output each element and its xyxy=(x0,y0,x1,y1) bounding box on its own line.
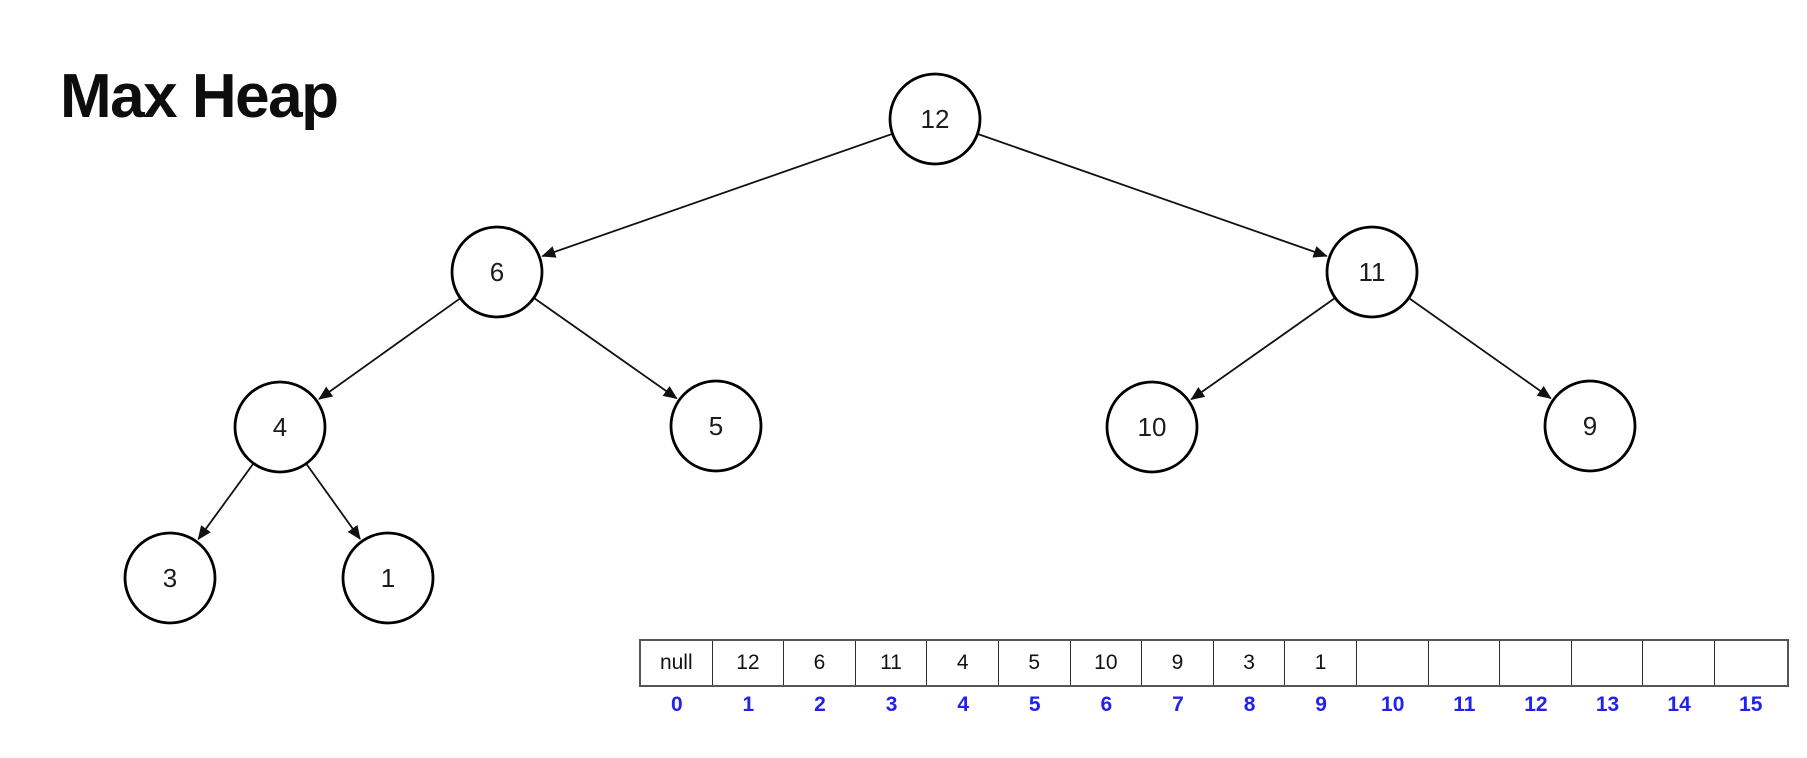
tree-node-label: 3 xyxy=(163,563,177,593)
tree-node-label: 12 xyxy=(921,104,950,134)
array-index-9: 9 xyxy=(1315,693,1327,716)
page-title: Max Heap xyxy=(60,62,339,131)
array-index-10: 10 xyxy=(1381,693,1405,716)
array-index-0: 0 xyxy=(670,693,683,716)
tree-node-1: 1 xyxy=(341,531,435,625)
array-index-15: 15 xyxy=(1739,693,1763,716)
tree-node-9: 9 xyxy=(1543,379,1637,473)
tree-node-circle xyxy=(450,225,544,319)
tree-node-circle xyxy=(669,379,763,473)
array-cell-5: 5 xyxy=(999,641,1071,685)
array-cell-11 xyxy=(1429,641,1501,685)
tree-node-label: 10 xyxy=(1138,412,1167,442)
tree-edge-12-11 xyxy=(977,133,1328,258)
tree-edge-6-4 xyxy=(318,297,461,400)
tree-node-label: 11 xyxy=(1359,257,1386,287)
array-index-8: 8 xyxy=(1243,693,1256,716)
tree-edge-11-9 xyxy=(1408,297,1552,400)
tree-node-circle xyxy=(1325,225,1419,319)
array-index-2: 2 xyxy=(814,693,826,716)
tree-nodes: 12 6 11 4 5 10 9 3 1 xyxy=(123,72,1637,625)
array-cell-0: null xyxy=(641,641,713,685)
tree-node-10: 10 xyxy=(1105,380,1199,474)
tree-node-4: 4 xyxy=(233,380,327,474)
tree-node-circle xyxy=(341,531,435,625)
array-cell-12 xyxy=(1500,641,1572,685)
array-cell-3: 11 xyxy=(856,641,928,685)
array-index-4: 4 xyxy=(957,693,970,716)
array-index-1: 1 xyxy=(742,693,755,716)
array-cell-8: 3 xyxy=(1214,641,1286,685)
array-cell-4: 4 xyxy=(927,641,999,685)
tree-node-label: 4 xyxy=(273,412,287,442)
tree-edge-4-3 xyxy=(197,462,255,541)
tree-node-circle xyxy=(1543,379,1637,473)
tree-node-6: 6 xyxy=(450,225,544,319)
array-cell-15 xyxy=(1715,641,1787,685)
array-cell-7: 9 xyxy=(1142,641,1214,685)
array-cell-1: 12 xyxy=(713,641,785,685)
array-index-7: 7 xyxy=(1172,693,1184,716)
array-cell-6: 10 xyxy=(1071,641,1143,685)
tree-edges xyxy=(197,132,1552,541)
tree-edge-11-10 xyxy=(1190,297,1336,401)
tree-node-11: 11 xyxy=(1325,225,1419,319)
array-cell-9: 1 xyxy=(1285,641,1357,685)
tree-node-label: 1 xyxy=(381,563,395,593)
array-index-5: 5 xyxy=(1028,693,1041,716)
array-index-11: 11 xyxy=(1453,693,1476,716)
tree-node-12: 12 xyxy=(888,72,982,166)
tree-node-label: 6 xyxy=(490,257,504,287)
array-cell-14 xyxy=(1643,641,1715,685)
tree-edge-4-1 xyxy=(305,463,361,540)
array-cell-10 xyxy=(1357,641,1429,685)
tree-node-label: 5 xyxy=(709,411,723,441)
tree-node-3: 3 xyxy=(123,531,217,625)
tree-node-5: 5 xyxy=(669,379,763,473)
array-index-13: 13 xyxy=(1595,693,1620,716)
array-cell-13 xyxy=(1572,641,1644,685)
tree-node-circle xyxy=(888,72,982,166)
array-index-3: 3 xyxy=(885,693,898,716)
tree-edge-12-6 xyxy=(541,132,893,258)
tree-node-circle xyxy=(1105,380,1199,474)
array-index-6: 6 xyxy=(1100,693,1113,716)
tree-node-label: 9 xyxy=(1583,411,1597,441)
array-index-14: 14 xyxy=(1667,693,1691,716)
array-cell-2: 6 xyxy=(784,641,856,685)
array-index-12: 12 xyxy=(1524,693,1548,716)
tree-node-circle xyxy=(233,380,327,474)
tree-node-circle xyxy=(123,531,217,625)
tree-edge-6-5 xyxy=(533,297,678,400)
